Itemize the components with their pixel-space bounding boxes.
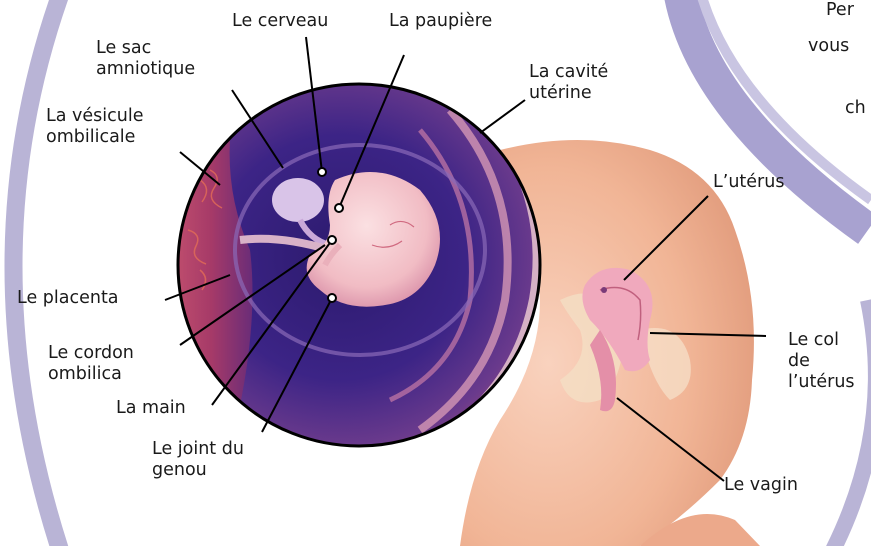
label-cerveau: Le cerveau bbox=[232, 11, 328, 32]
frame-ring-left bbox=[14, 0, 63, 546]
corner-text-1: Per bbox=[826, 0, 854, 21]
label-joint-genou: Le joint du genou bbox=[152, 439, 244, 481]
leader-cavite bbox=[480, 100, 525, 133]
label-main: La main bbox=[116, 398, 186, 419]
corner-text-2: vous bbox=[808, 36, 849, 57]
label-sac-amniotique: Le sac amniotique bbox=[96, 38, 195, 80]
label-placenta: Le placenta bbox=[17, 288, 119, 309]
marker-main bbox=[328, 236, 336, 244]
label-uterus: L’utérus bbox=[713, 172, 784, 193]
corner-text-3: ch bbox=[845, 98, 866, 119]
label-cavite-uterine: La cavité utérine bbox=[529, 62, 608, 104]
marker-paupiere bbox=[335, 204, 343, 212]
label-cordon-ombilical: Le cordon ombilica bbox=[48, 343, 134, 385]
umbilical-vesicle bbox=[272, 178, 324, 222]
label-paupiere: La paupière bbox=[389, 11, 492, 32]
label-vesicule-ombilicale: La vésicule ombilicale bbox=[46, 106, 143, 148]
marker-genou bbox=[328, 294, 336, 302]
magnified-view bbox=[170, 80, 550, 450]
label-vagin: Le vagin bbox=[724, 475, 798, 496]
marker-cerveau bbox=[318, 168, 326, 176]
label-col-uterus: Le col de l’utérus bbox=[788, 330, 855, 393]
